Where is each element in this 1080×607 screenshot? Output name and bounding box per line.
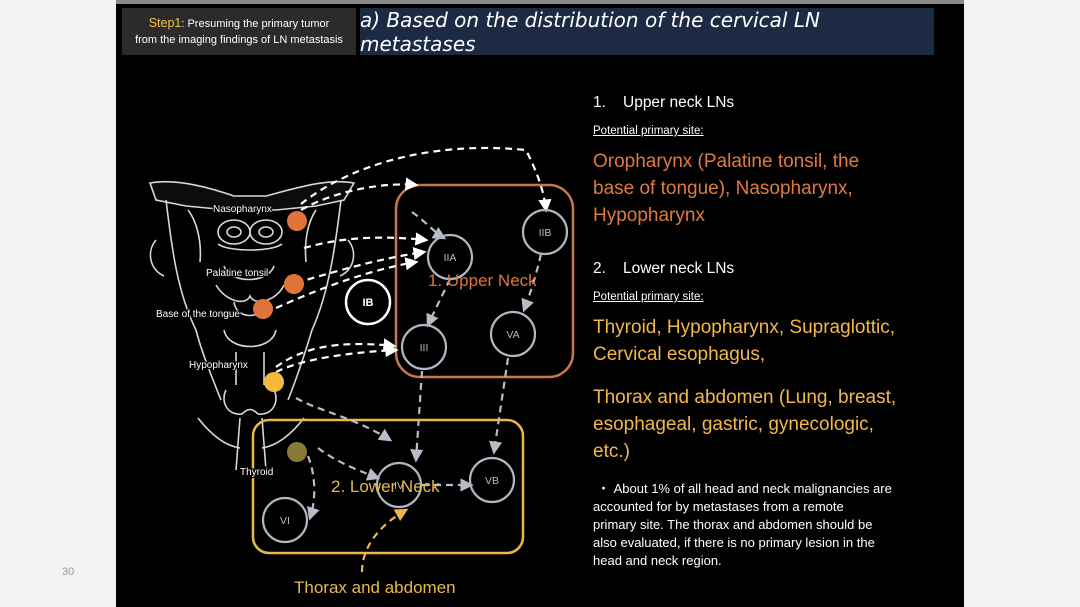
upper-neck-heading-text: Upper neck LNs [623, 94, 735, 111]
lower-neck-region [251, 418, 525, 555]
lower-neck-subheading: Potential primary site: [593, 291, 704, 303]
slide: Step1: Presuming the primary tumor from … [116, 0, 964, 607]
note-line5: head and neck region. [593, 553, 722, 568]
tonsil-primary-dot [284, 274, 304, 294]
thyroid-dot [287, 442, 307, 462]
node-vi-label: VI [280, 515, 290, 527]
arrow-thyroid-to-iv [317, 447, 381, 481]
node-iia-label: IIA [444, 252, 457, 264]
node-iib-label: IIB [539, 227, 552, 239]
nasopharynx-primary-dot [287, 211, 307, 231]
step-text-line2: from the imaging findings of LN metastas… [135, 34, 343, 46]
node-vi [261, 496, 309, 544]
lower-sites2-line1: Thorax and abdomen (Lung, breast, [593, 387, 897, 408]
arrow-naso-to-iia [303, 232, 429, 250]
slide-title-text: a) Based on the distribution of the cerv… [360, 7, 820, 56]
note-line3: primary site. The thorax and abdomen sho… [593, 517, 873, 532]
slide-title: a) Based on the distribution of the cerv… [360, 7, 934, 56]
step-box: Step1: Presuming the primary tumor from … [122, 8, 356, 55]
lower-sites1-line1: Thyroid, Hypopharynx, Supraglottic, [593, 317, 896, 338]
base-of-tongue-label: Base of the tongue [156, 309, 240, 320]
hypopharynx-primary-dot [264, 372, 284, 392]
arrow-hypo-to-upper [275, 338, 397, 368]
node-iii-label: III [420, 342, 429, 354]
step-label: Step1 [148, 16, 182, 30]
step-text-line1: : Presuming the primary tumor [181, 18, 330, 30]
arrow-va-to-vb [489, 357, 510, 455]
node-vb [468, 456, 516, 504]
note-line4: also evaluated, if there is no primary l… [593, 535, 875, 550]
thorax-abdomen-label: Thorax and abdomen [294, 578, 456, 597]
arrow-iii-to-iv [410, 370, 424, 463]
upper-sites-line1: Oropharynx (Palatine tonsil, the [593, 151, 860, 172]
lower-neck-sites: Thyroid, Hypopharynx, Supraglottic, Cerv… [593, 314, 895, 368]
node-vb-label: VB [485, 475, 499, 487]
upper-neck-heading: 1. Upper neck LNs [593, 94, 734, 112]
arrow-hypo-to-iii [275, 343, 399, 373]
note-line2: accounted for by metastases from a remot… [593, 499, 844, 514]
arrow-iia-to-iii [426, 278, 451, 328]
lower-sites2-line2: esophageal, gastric, gynecologic, [593, 414, 874, 435]
upper-neck-heading-number: 1. [593, 94, 606, 111]
arrow-thorax-to-iv [360, 508, 409, 573]
thorax-abdomen-sites: Thorax and abdomen (Lung, breast, esopha… [593, 384, 896, 465]
thyroid-label: Thyroid [240, 467, 273, 478]
node-ib-label: IB [363, 297, 374, 309]
palatine-tonsil-label: Palatine tonsil [206, 268, 268, 279]
anatomy-illustration [148, 180, 356, 471]
upper-neck-label: 1. Upper Neck [428, 271, 537, 290]
node-iib [521, 208, 569, 256]
node-iii [400, 323, 448, 371]
node-va-label: VA [506, 329, 519, 341]
hypopharynx-label: Hypopharynx [189, 360, 248, 371]
arrow-tongue-to-iia [275, 257, 419, 310]
lower-sites2-line3: etc.) [593, 441, 630, 462]
lower-neck-heading-number: 2. [593, 260, 606, 277]
nasopharynx-label: Nasopharynx [213, 204, 272, 215]
lymph-node-diagram: IIA IIB III VA IV VB VI IB 1. Upper Neck… [148, 146, 575, 597]
remote-primary-note: ・ About 1% of all head and neck malignan… [593, 480, 933, 570]
node-ib [344, 278, 392, 326]
upper-neck-region [394, 183, 575, 379]
lower-neck-heading: 2. Lower neck LNs [593, 260, 734, 278]
arrow-upper-to-iia [411, 211, 447, 240]
arrow-thyroid-to-vi [306, 455, 320, 521]
lower-sites1-line2: Cervical esophagus, [593, 344, 766, 365]
arrow-iib-to-va [521, 253, 543, 313]
note-line1: ・ About 1% of all head and neck malignan… [597, 481, 892, 496]
upper-neck-sites: Oropharynx (Palatine tonsil, the base of… [593, 148, 859, 229]
slide-top-border [116, 0, 964, 4]
arrow-hypo-to-iv [295, 397, 393, 442]
node-iv-label: IV [394, 480, 404, 492]
upper-sites-line3: Hypopharynx [593, 205, 705, 226]
upper-neck-subheading: Potential primary site: [593, 125, 704, 137]
node-iia [426, 233, 474, 281]
page-number: 30 [62, 566, 75, 578]
node-iv [375, 461, 423, 509]
upper-sites-line2: base of tongue), Nasopharynx, [593, 178, 853, 199]
tongue-primary-dot [253, 299, 273, 319]
lower-neck-heading-text: Lower neck LNs [623, 260, 735, 277]
arrow-tonsil-to-iia [295, 247, 427, 285]
node-va [489, 310, 537, 358]
arrow-naso-to-upper [300, 177, 419, 211]
lower-neck-label: 2. Lower Neck [331, 477, 440, 496]
